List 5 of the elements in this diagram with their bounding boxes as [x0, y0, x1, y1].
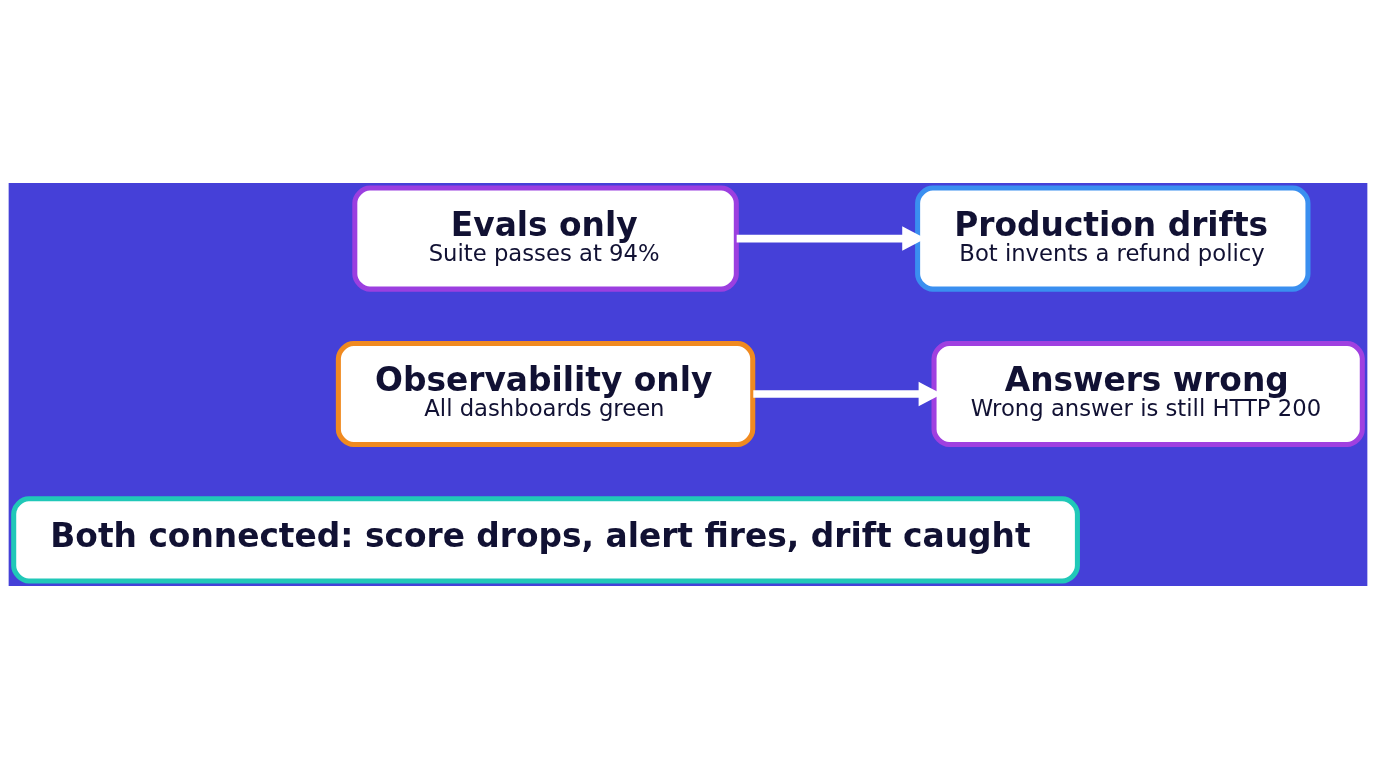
node-box: Evals only Suite passes at 94% — [352, 185, 739, 292]
node-box: Production drifts Bot invents a refund policy — [915, 185, 1311, 292]
node-box: Answers wrong Wrong answer is still HTTP 200 — [931, 340, 1365, 447]
node-box: Observability only All dashboards green — [335, 340, 756, 447]
node-box: Both connected: score drops, alert fires, drift caught — [11, 495, 1080, 583]
